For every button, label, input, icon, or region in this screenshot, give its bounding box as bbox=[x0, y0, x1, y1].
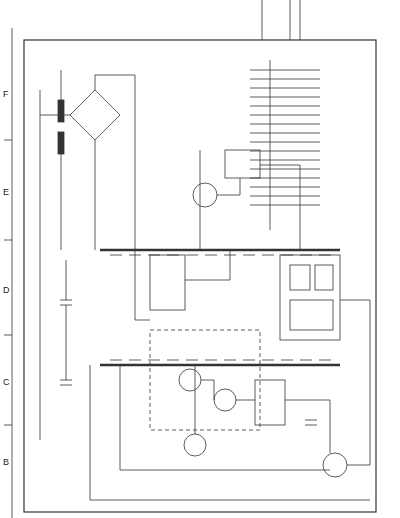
ic-block bbox=[315, 265, 333, 290]
bridge-rectifier bbox=[70, 90, 120, 140]
bus-line bbox=[250, 88, 320, 89]
wire bbox=[66, 260, 67, 380]
transformer-winding bbox=[110, 255, 331, 360]
winding-stroke bbox=[300, 360, 312, 361]
winding-stroke bbox=[186, 360, 198, 361]
winding-stroke bbox=[129, 360, 141, 361]
grid-tick bbox=[4, 140, 12, 141]
winding-stroke bbox=[205, 360, 217, 361]
winding-stroke bbox=[319, 360, 331, 361]
bus-line bbox=[250, 70, 320, 71]
transistor bbox=[323, 453, 347, 477]
control-ic bbox=[280, 255, 340, 340]
grid-letter: C bbox=[3, 378, 10, 387]
wire bbox=[270, 60, 271, 230]
winding-stroke bbox=[110, 360, 122, 361]
ic-box bbox=[255, 380, 285, 425]
transformer-core bbox=[100, 249, 340, 252]
wire bbox=[262, 0, 263, 40]
winding-stroke bbox=[186, 255, 198, 256]
wire bbox=[90, 300, 370, 500]
winding-stroke bbox=[224, 360, 236, 361]
transistor bbox=[214, 389, 236, 411]
grid-strip bbox=[12, 28, 13, 518]
wire bbox=[40, 75, 135, 250]
fuse bbox=[58, 100, 64, 122]
bus-line bbox=[250, 106, 320, 107]
bus-line bbox=[250, 115, 320, 116]
wire bbox=[40, 70, 61, 440]
fuse bbox=[58, 132, 64, 154]
bus-line bbox=[250, 160, 320, 161]
ic-box bbox=[225, 150, 260, 178]
grid-letter: F bbox=[3, 90, 9, 99]
wire bbox=[300, 0, 301, 40]
bus-line bbox=[250, 133, 320, 134]
bus-line bbox=[250, 169, 320, 170]
winding-stroke bbox=[167, 360, 179, 361]
bus-line bbox=[250, 97, 320, 98]
ic-box bbox=[150, 255, 185, 310]
winding-stroke bbox=[243, 255, 255, 256]
bus-line bbox=[250, 187, 320, 188]
winding-stroke bbox=[262, 255, 274, 256]
bus-line bbox=[250, 142, 320, 143]
board-frame bbox=[24, 40, 376, 512]
connector-bus bbox=[250, 70, 320, 205]
grid-letter: D bbox=[3, 286, 10, 295]
bus-line bbox=[250, 205, 320, 206]
transistor bbox=[179, 369, 201, 391]
grid-tick bbox=[4, 240, 12, 241]
ic-block bbox=[290, 265, 310, 290]
ic-block bbox=[290, 300, 333, 330]
transformer-core bbox=[100, 364, 340, 367]
bus-line bbox=[250, 178, 320, 179]
winding-stroke bbox=[243, 360, 255, 361]
winding-stroke bbox=[110, 255, 122, 256]
transistor bbox=[193, 183, 217, 207]
bus-line bbox=[250, 151, 320, 152]
winding-stroke bbox=[205, 255, 217, 256]
capacitor bbox=[60, 300, 317, 425]
winding-stroke bbox=[262, 360, 274, 361]
wire bbox=[290, 0, 291, 40]
winding-stroke bbox=[148, 360, 160, 361]
wire bbox=[135, 150, 230, 320]
winding-stroke bbox=[281, 360, 293, 361]
grid-letter: B bbox=[3, 458, 9, 467]
bus-line bbox=[250, 196, 320, 197]
grid-letter: E bbox=[3, 188, 9, 197]
bus-line bbox=[250, 79, 320, 80]
bus-line bbox=[250, 124, 320, 125]
transistor bbox=[184, 434, 206, 456]
grid-tick bbox=[4, 425, 12, 426]
grid-tick bbox=[4, 335, 12, 336]
